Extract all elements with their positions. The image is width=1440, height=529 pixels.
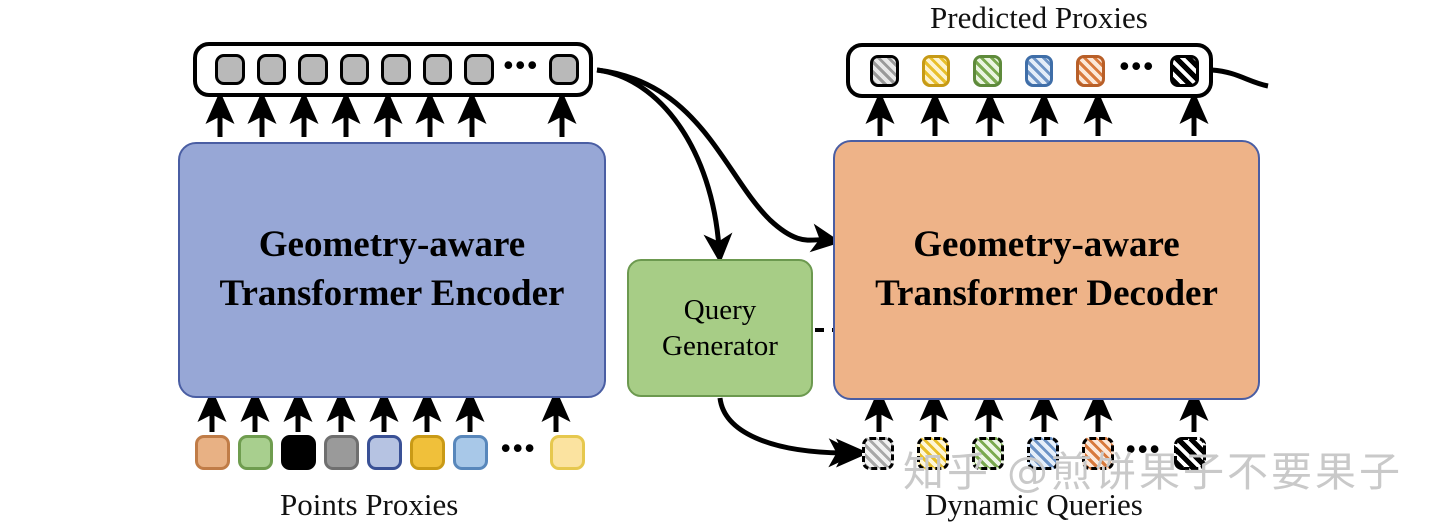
point-proxy-gray <box>324 435 359 470</box>
decoder-output-arrows <box>865 91 1209 136</box>
page-title-predicted-proxies: Predicted Proxies <box>930 0 1148 35</box>
encoder-token <box>464 54 494 85</box>
predicted-proxy-blue <box>1024 54 1054 87</box>
points-proxies-ellipsis: ••• <box>501 433 537 463</box>
geometry-aware-transformer-decoder[interactable]: Geometry-aware Transformer Decoder <box>833 140 1260 400</box>
curve-predicted-proxies-out <box>1211 67 1269 89</box>
geometry-aware-transformer-encoder[interactable]: Geometry-aware Transformer Encoder <box>178 142 606 398</box>
point-proxy-periwinkle <box>367 435 402 470</box>
predicted-proxy-black <box>1170 54 1199 87</box>
encoder-token-ellipsis: ••• <box>503 50 540 80</box>
curve-tokens-to-query-generator <box>596 67 733 264</box>
query-generator-line2: Generator <box>662 330 778 362</box>
encoder-input-arrows <box>197 389 571 432</box>
dynamic-queries-ellipsis: ••• <box>1126 434 1162 464</box>
encoder-output-token-bar: ••• <box>193 42 593 97</box>
dynamic-query-gray <box>862 437 894 470</box>
encoder-token <box>339 54 370 85</box>
encoder-title-line2: Transformer Encoder <box>219 273 565 314</box>
encoder-token <box>549 54 579 85</box>
query-generator[interactable]: Query Generator <box>627 259 813 397</box>
predicted-proxies-bar: ••• <box>846 43 1213 98</box>
encoder-token <box>298 54 328 85</box>
encoder-token <box>256 54 287 85</box>
dynamic-query-black <box>1173 437 1206 470</box>
decoder-input-arrows <box>864 388 1209 432</box>
curve-tokens-to-decoder <box>596 67 842 253</box>
watermark: 知乎 @煎饼果子不要果子 <box>903 448 1404 496</box>
point-proxy-gold <box>410 435 445 470</box>
points-proxies-row: ••• <box>195 435 585 470</box>
predicted-proxy-yellow <box>921 54 951 87</box>
encoder-token <box>215 54 245 85</box>
predicted-proxy-green <box>973 54 1002 87</box>
caption-points-proxies: Points Proxies <box>280 487 459 522</box>
encoder-token <box>422 54 453 85</box>
dynamic-query-blue <box>1027 437 1059 470</box>
point-proxy-green <box>238 435 273 470</box>
caption-dynamic-queries: Dynamic Queries <box>925 487 1143 522</box>
dynamic-query-green <box>972 437 1004 470</box>
point-proxy-orange <box>195 435 230 470</box>
point-proxy-lightblue <box>453 435 488 470</box>
encoder-title-line1: Geometry-aware <box>258 224 526 266</box>
encoder-output-arrows <box>205 91 577 137</box>
dynamic-query-orange <box>1082 437 1114 470</box>
query-generator-line1: Query <box>683 293 757 326</box>
predicted-proxy-orange <box>1076 54 1105 87</box>
point-proxy-black <box>281 435 316 470</box>
encoder-token <box>381 54 411 85</box>
predicted-proxy-ellipsis: ••• <box>1119 51 1156 81</box>
dynamic-queries-row: ••• <box>862 434 1206 470</box>
decoder-title-line2: Transformer Decoder <box>875 273 1218 314</box>
curve-query-generator-to-queries <box>717 397 859 468</box>
point-proxy-paleyellow <box>549 435 585 470</box>
decoder-title-line1: Geometry-aware <box>913 224 1180 266</box>
dynamic-query-yellow <box>917 437 949 470</box>
predicted-proxy-gray <box>870 54 899 87</box>
